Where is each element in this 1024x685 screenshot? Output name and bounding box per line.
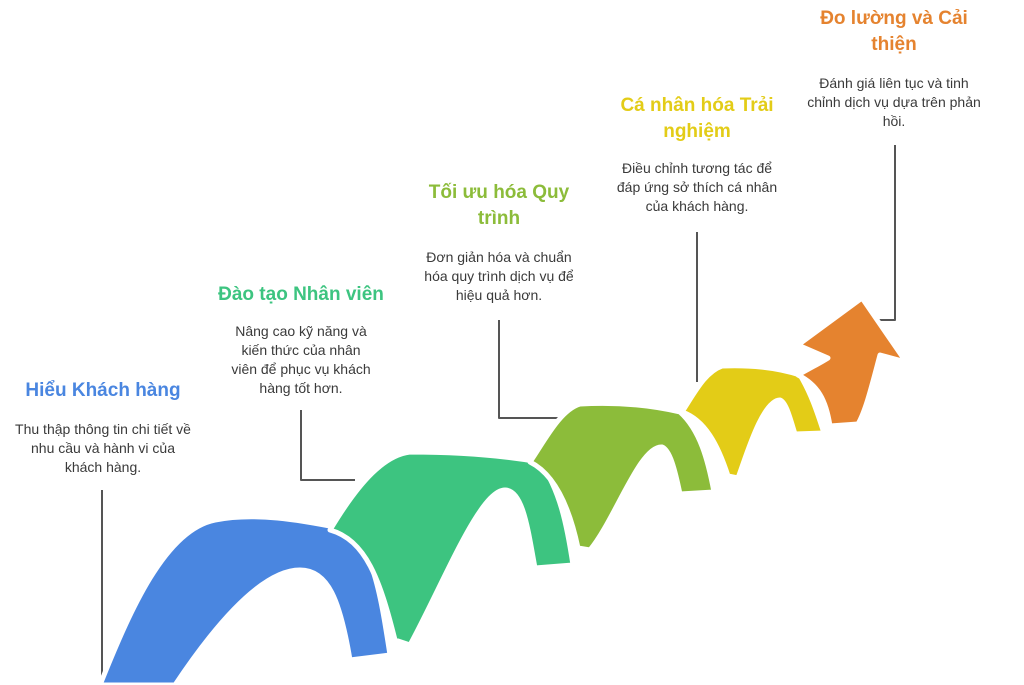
step-description: Nâng cao kỹ năng và kiến thức của nhân v… [231, 323, 371, 396]
step-title: Tối ưu hóa Quy trình [428, 182, 570, 229]
connector-line-2 [300, 410, 355, 481]
step-2: Đào tạo Nhân viên Nâng cao kỹ năng và ki… [206, 282, 396, 398]
connector-lines [101, 145, 896, 685]
ribbon-segment-1 [97, 514, 393, 685]
step-title: Đo lường và Cải thiện [820, 8, 968, 55]
ribbon-arrow-5 [795, 295, 909, 429]
step-title: Hiểu Khách hàng [25, 380, 181, 401]
step-4: Cá nhân hóa Trải nghiệm Điều chỉnh tương… [608, 93, 786, 216]
step-5: Đo lường và Cải thiện Đánh giá liên tục … [806, 6, 982, 131]
connector-line-5 [870, 145, 896, 321]
ribbon-segment-3 [527, 400, 717, 553]
step-3: Tối ưu hóa Quy trình Đơn giản hóa và chu… [413, 180, 585, 305]
step-1: Hiểu Khách hàng Thu thập thông tin chi t… [14, 378, 192, 477]
step-description: Điều chỉnh tương tác để đáp ứng sở thích… [616, 160, 778, 214]
step-description: Đánh giá liên tục và tinh chỉnh dịch vụ … [807, 75, 981, 129]
step-description: Đơn giản hóa và chuẩn hóa quy trình dịch… [424, 249, 574, 303]
connector-line-3 [498, 320, 560, 419]
step-title: Cá nhân hóa Trải nghiệm [620, 95, 774, 142]
ribbon-segment-2 [327, 449, 576, 648]
step-title: Đào tạo Nhân viên [218, 284, 384, 305]
step-description: Thu thập thông tin chi tiết về nhu cầu v… [15, 421, 191, 475]
ribbon-segment-4 [679, 363, 827, 481]
